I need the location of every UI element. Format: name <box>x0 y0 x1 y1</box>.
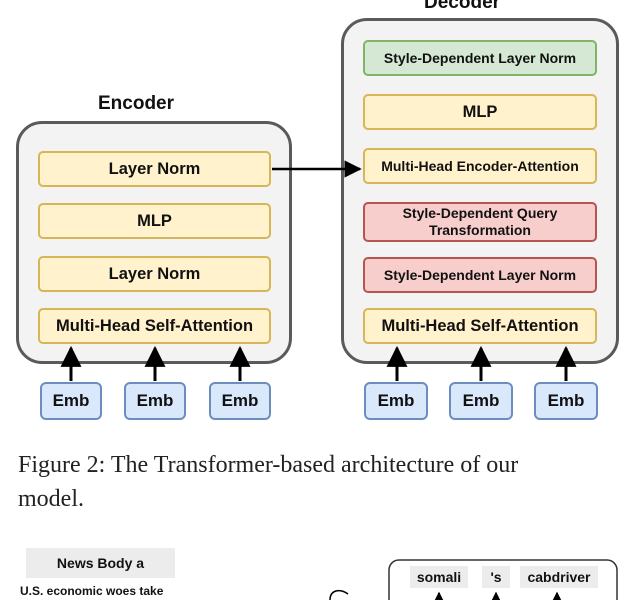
encoder-emb-2: Emb <box>124 382 186 420</box>
next-figure-token-panel <box>388 559 618 600</box>
decoder-emb-1: Emb <box>364 382 428 420</box>
decoder-mlp: MLP <box>363 94 597 130</box>
decoder-style-layer-norm-top: Style-Dependent Layer Norm <box>363 40 597 76</box>
decoder-encoder-attention: Multi-Head Encoder-Attention <box>363 148 597 184</box>
decoder-emb-2: Emb <box>449 382 513 420</box>
encoder-emb-1: Emb <box>40 382 102 420</box>
decoder-title: Decoder <box>424 0 501 13</box>
figure-caption-line-1: Figure 2: The Transformer-based architec… <box>18 452 519 478</box>
next-figure-circle-fragment <box>329 589 349 600</box>
news-body-box: News Body a <box>26 548 175 578</box>
encoder-layer-norm-bottom: Layer Norm <box>38 256 271 292</box>
encoder-title: Encoder <box>98 93 175 114</box>
decoder-style-layer-norm-bottom: Style-Dependent Layer Norm <box>363 257 597 293</box>
token-possessive: 's <box>482 566 510 588</box>
decoder-emb-3: Emb <box>534 382 598 420</box>
decoder-self-attention: Multi-Head Self-Attention <box>363 308 597 344</box>
encoder-layer-norm-top: Layer Norm <box>38 151 271 187</box>
encoder-mlp: MLP <box>38 203 271 239</box>
figure-caption-line-2: model. <box>18 486 84 512</box>
decoder-style-query-transformation: Style-Dependent Query Transformation <box>363 202 597 242</box>
news-body-text: U.S. economic woes take <box>20 584 164 598</box>
encoder-emb-3: Emb <box>209 382 271 420</box>
token-somali: somali <box>410 566 468 588</box>
encoder-self-attention: Multi-Head Self-Attention <box>38 308 271 344</box>
token-cabdriver: cabdriver <box>520 566 598 588</box>
